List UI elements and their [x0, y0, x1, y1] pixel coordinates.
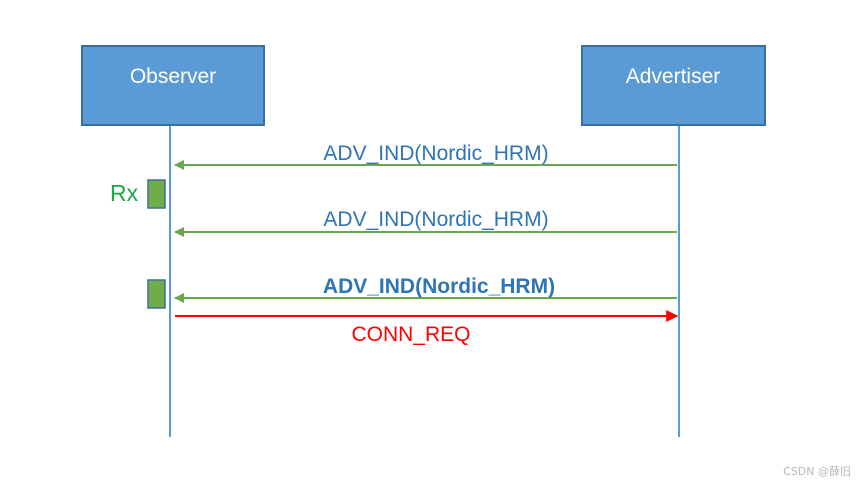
advertiser-label: Advertiser — [626, 65, 721, 88]
observer-label: Observer — [130, 65, 216, 88]
rx-window-1 — [147, 179, 166, 209]
rx-label: Rx — [110, 180, 139, 206]
advertiser-box: Advertiser — [581, 45, 766, 126]
adv-ind-label-2: ADV_IND(Nordic_HRM) — [323, 208, 548, 231]
rx-window-2 — [147, 279, 166, 309]
conn-req-label: CONN_REQ — [351, 323, 470, 346]
adv-ind-label-3: ADV_IND(Nordic_HRM) — [323, 275, 555, 298]
observer-box: Observer — [81, 45, 265, 126]
watermark-text: CSDN @薛旧 — [783, 465, 851, 478]
adv-ind-label-1: ADV_IND(Nordic_HRM) — [323, 142, 548, 165]
